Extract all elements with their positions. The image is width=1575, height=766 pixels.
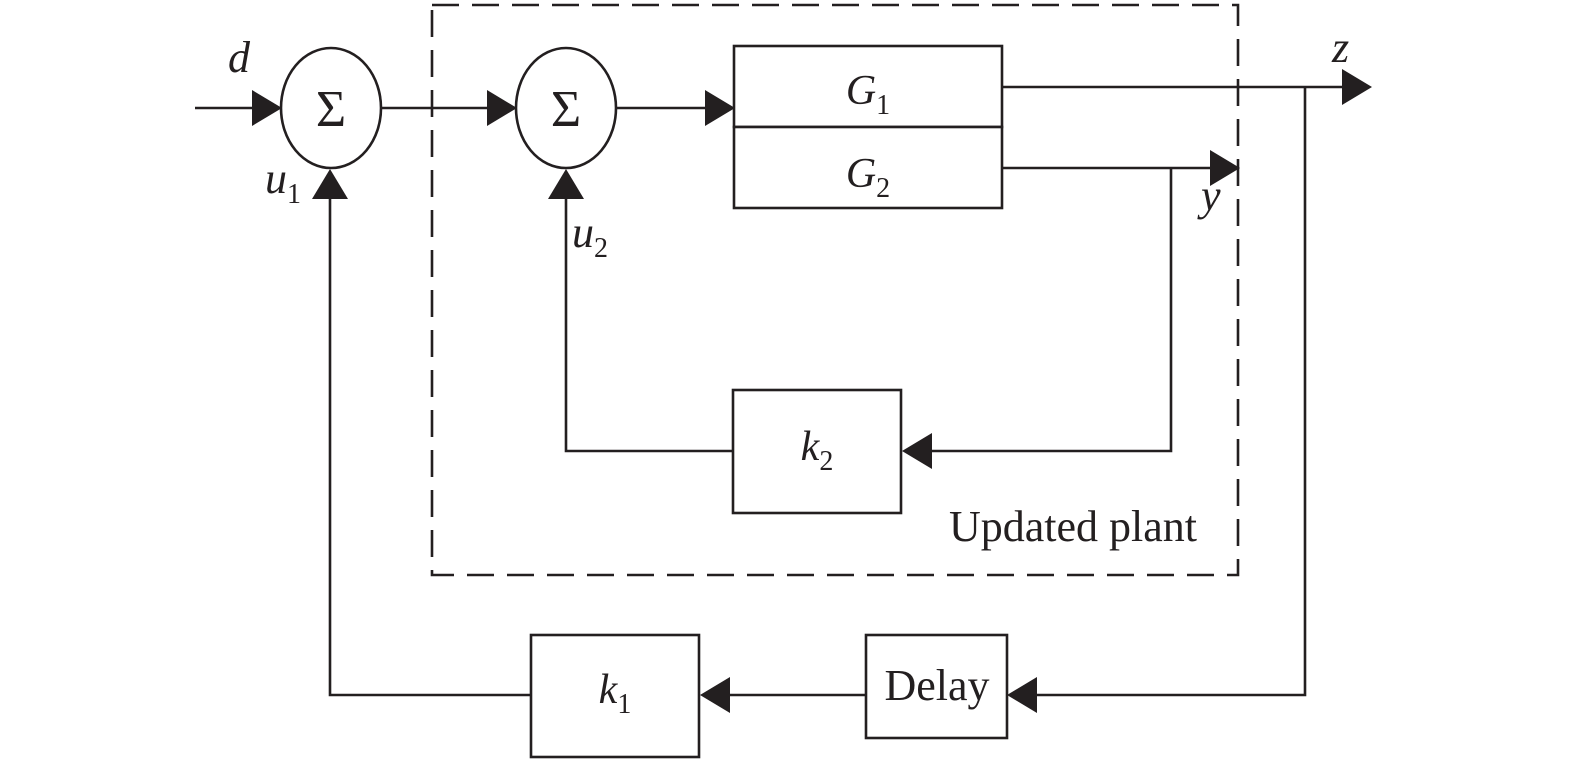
k2-label: k2 <box>801 424 834 477</box>
signal-d-label: d <box>228 33 251 82</box>
wire-z-feedback <box>1024 87 1307 697</box>
updated-plant-boundary <box>430 3 1240 577</box>
k2-block <box>731 388 903 515</box>
signal-u2-label: u2 <box>572 208 608 264</box>
g2-label: G2 <box>846 151 890 204</box>
delay-label: Delay <box>884 661 989 710</box>
wire-y-feedback <box>918 168 1173 453</box>
arrowhead-z-output <box>1342 69 1372 105</box>
g1-label: G1 <box>846 68 890 121</box>
arrowhead-to-k1 <box>700 677 730 713</box>
delay-block <box>864 633 1009 740</box>
updated-plant-label: Updated plant <box>949 502 1197 551</box>
signal-y-label: y <box>1197 171 1221 220</box>
arrowhead-y-output <box>1210 150 1240 186</box>
summing-junction-1-symbol: Σ <box>316 81 346 138</box>
arrowhead-to-delay <box>1007 677 1037 713</box>
summing-junction-2-symbol: Σ <box>551 81 581 138</box>
arrowhead-to-g1 <box>705 90 735 126</box>
k1-label: k1 <box>599 667 632 720</box>
arrowhead-sum1-to-sum2 <box>487 90 517 126</box>
g2-block <box>732 125 1004 210</box>
k1-block <box>529 633 701 759</box>
arrowhead-u1-to-sum1 <box>312 169 348 199</box>
wire-k2-to-sum2 <box>564 187 733 453</box>
wire-k1-to-sum1 <box>328 187 531 697</box>
arrowhead-d-to-sum1 <box>252 90 282 126</box>
arrowhead-to-k2 <box>902 433 932 469</box>
summing-junction-2 <box>514 46 618 170</box>
signal-z-label: z <box>1331 23 1349 72</box>
g1-block <box>732 44 1004 129</box>
summing-junction-1 <box>279 46 383 170</box>
arrowhead-u2-to-sum2 <box>548 169 584 199</box>
signal-u1-label: u1 <box>265 154 301 210</box>
